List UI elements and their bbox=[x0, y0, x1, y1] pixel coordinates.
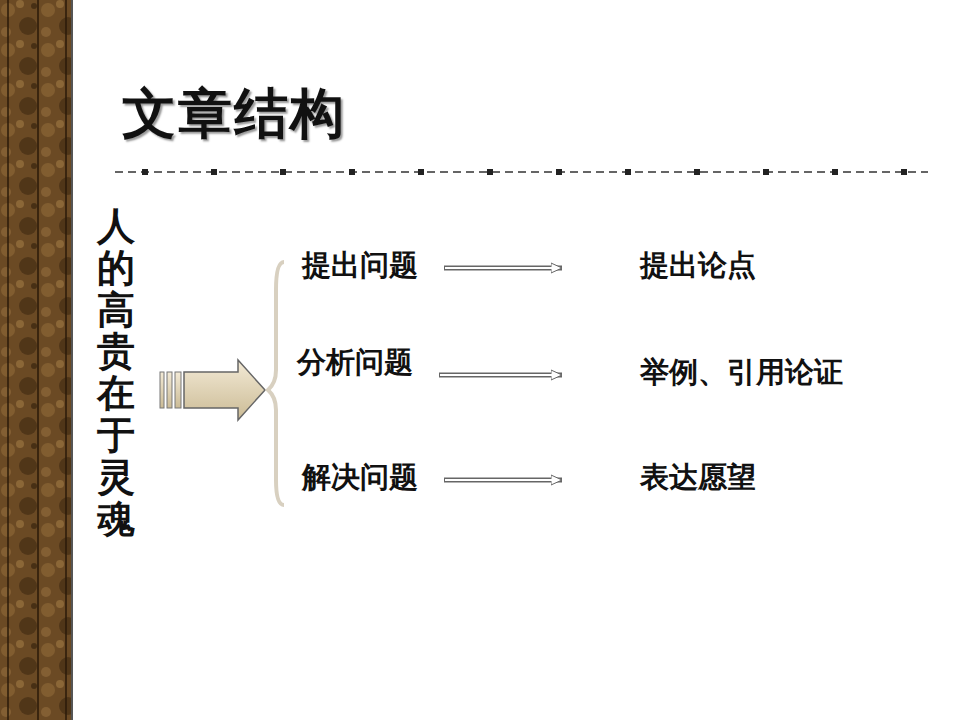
rule-dot bbox=[694, 169, 700, 175]
node-label: 人的高贵在于灵魂 bbox=[97, 206, 135, 540]
rule-dot bbox=[280, 169, 286, 175]
rule-dot bbox=[349, 169, 355, 175]
vertical-topic: 人的高贵在于灵魂 bbox=[97, 206, 135, 540]
node-label: 举例、引用论证 bbox=[640, 353, 843, 393]
step-text: 举例、引用论证 bbox=[640, 353, 843, 393]
rule-dot bbox=[142, 169, 148, 175]
strip-edge bbox=[71, 0, 73, 720]
border-strip bbox=[0, 0, 72, 720]
rule-dot bbox=[487, 169, 493, 175]
rule-dot bbox=[556, 169, 562, 175]
rule-dots bbox=[142, 169, 907, 175]
arrow-inner bbox=[445, 267, 559, 269]
arrow-shaft bbox=[439, 373, 562, 378]
step-text: 分析问题 bbox=[297, 343, 413, 383]
step-text: 表达愿望 bbox=[640, 458, 756, 498]
node-label: 解决问题 bbox=[302, 458, 418, 498]
node-label: 提出问题 bbox=[302, 246, 418, 286]
rule-dot bbox=[625, 169, 631, 175]
page-title: 文章结构 bbox=[122, 78, 346, 151]
rule-dot bbox=[901, 169, 907, 175]
flow-arrow bbox=[439, 375, 562, 376]
block-arrow bbox=[160, 360, 265, 420]
arrow-inner bbox=[445, 479, 559, 481]
step-text: 提出论点 bbox=[640, 246, 756, 286]
rule-dot bbox=[211, 169, 217, 175]
strip-lines bbox=[8, 0, 66, 720]
arrow-shaft bbox=[444, 266, 562, 271]
flow-arrow bbox=[444, 480, 562, 481]
step-text: 解决问题 bbox=[302, 458, 418, 498]
arrow-shaft bbox=[444, 478, 562, 483]
node-label: 分析问题 bbox=[297, 343, 413, 383]
step-text: 提出问题 bbox=[302, 246, 418, 286]
node-label: 提出论点 bbox=[640, 246, 756, 286]
flow-arrow bbox=[444, 268, 562, 269]
brace bbox=[268, 262, 284, 505]
arrow-inner bbox=[440, 374, 559, 376]
rule-dot bbox=[832, 169, 838, 175]
node-label: 表达愿望 bbox=[640, 458, 756, 498]
rule-dot bbox=[418, 169, 424, 175]
dotted-rule bbox=[115, 171, 928, 173]
rule-dot bbox=[763, 169, 769, 175]
